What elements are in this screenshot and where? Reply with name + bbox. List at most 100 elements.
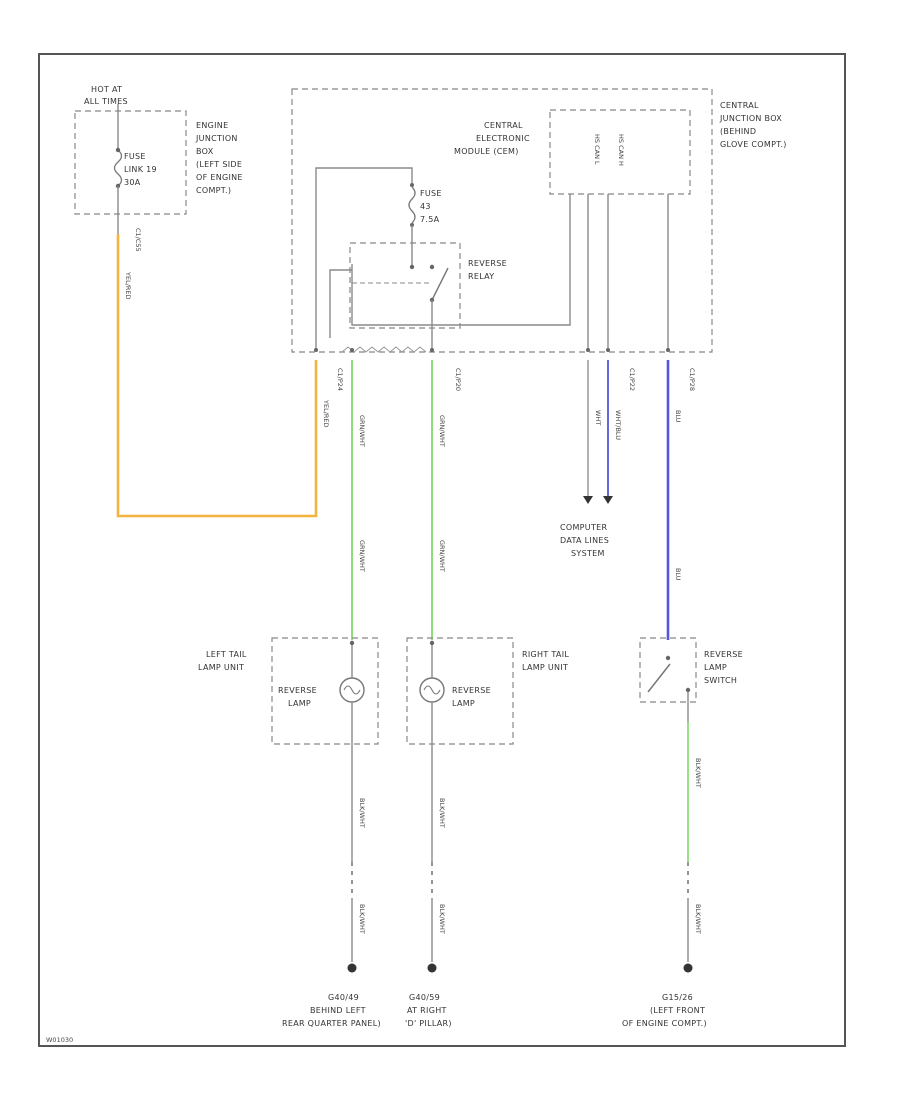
right-lamp-label-1: REVERSE (452, 686, 491, 695)
yellow-wire-label-1: YEL/RED (124, 271, 132, 300)
left-lamp-terminal-top (349, 640, 355, 646)
rls-label-1: REVERSE (704, 650, 743, 659)
cjb-label-4: GLOVE COMPT.) (720, 140, 787, 149)
relay-coil-left (329, 269, 352, 338)
green-wire-label-3: GRN/WHT (358, 540, 366, 572)
right-lamp-terminal-top (429, 640, 435, 646)
cem-label-1: CENTRAL (484, 121, 523, 130)
cdl-label-2: DATA LINES (560, 536, 609, 545)
ground1-label-3: REAR QUARTER PANEL) (282, 1019, 381, 1028)
right-lamp-label-2: LAMP (452, 699, 475, 708)
fuse-link-symbol (113, 149, 123, 187)
ejb-label-6: COMPT.) (196, 186, 231, 195)
ltl-label-2: LAMP UNIT (198, 663, 244, 672)
ground2-label-1: G40/59 (409, 993, 440, 1002)
yellow-wire-label-2: YEL/RED (322, 399, 330, 428)
pin-green-right (430, 348, 434, 352)
blue-wire-label-1: BLU (674, 410, 682, 423)
rls-label-3: SWITCH (704, 676, 737, 685)
ejb-label-2: JUNCTION (195, 134, 238, 143)
switch-ground-point (683, 963, 693, 973)
right-ground-label-1: BLK/WHT (438, 798, 446, 828)
arrow-white (583, 496, 593, 504)
ground3-label-2: (LEFT FRONT (650, 1006, 705, 1015)
fuse-link-label-1: FUSE (124, 152, 146, 161)
white-wire-label: WHT (594, 410, 602, 425)
central-junction-box (291, 88, 713, 353)
wht-blu-wire-label: WHT/BLU (614, 410, 622, 440)
cem-pin-label-1: HS CAN L (593, 134, 601, 165)
ground3-label-1: G15/26 (662, 993, 693, 1002)
ejb-label-1: ENGINE (196, 121, 228, 130)
connector-label-1: C1/C55 (134, 228, 142, 252)
switch-ground-label-2: BLK/WHT (694, 904, 702, 934)
left-lamp-filament (343, 685, 361, 695)
ground1-label-2: BEHIND LEFT (310, 1006, 366, 1015)
arrow-wht-blu (603, 496, 613, 504)
cem-pin-label-2: HS CAN H (617, 134, 625, 166)
diagram-frame (38, 53, 846, 1047)
ltl-label-1: LEFT TAIL (206, 650, 247, 659)
rtl-label-2: LAMP UNIT (522, 663, 568, 672)
connector-label-3: C1/P20 (454, 368, 462, 391)
pin-wht-blu (606, 348, 610, 352)
left-lamp-label-2: LAMP (288, 699, 311, 708)
pin-green-left (350, 348, 354, 352)
left-ground-label-2: BLK/WHT (358, 904, 366, 934)
ground2-label-2: AT RIGHT (407, 1006, 447, 1015)
cjb-label-1: CENTRAL (720, 101, 759, 110)
cdl-label-3: SYSTEM (571, 549, 605, 558)
cjb-label-3: (BEHIND (720, 127, 756, 136)
yellow-wire (116, 234, 318, 518)
cem-box (549, 109, 691, 195)
connector-zigzag (341, 346, 427, 353)
relay-coil-control (351, 194, 571, 326)
left-tail-lamp-unit (271, 637, 379, 745)
cdl-label-1: COMPUTER (560, 523, 608, 532)
ejb-label-4: (LEFT SIDE (196, 160, 242, 169)
fuse-link-terminal-top (115, 147, 121, 153)
hot-at-all-times-label-1: HOT AT (91, 85, 122, 94)
right-tail-lamp-unit (406, 637, 514, 745)
fuse43-label-1: FUSE (420, 189, 442, 198)
relay-switch-blade (431, 267, 449, 301)
right-ground-point (427, 963, 437, 973)
ejb-label-3: BOX (196, 147, 214, 156)
figure-code: W01030 (46, 1036, 73, 1044)
fuse43-label-3: 7.5A (420, 215, 440, 224)
hot-at-all-times-label-2: ALL TIMES (84, 97, 128, 106)
fuse43-label-2: 43 (420, 202, 431, 211)
ground2-label-3: 'D' PILLAR) (405, 1019, 452, 1028)
green-wire-label-1: GRN/WHT (358, 415, 366, 447)
cjb-label-2: JUNCTION BOX (719, 114, 782, 123)
pin-yellow (314, 348, 318, 352)
connector-label-4: C1/P22 (628, 368, 636, 391)
left-ground-label-1: BLK/WHT (358, 798, 366, 828)
fuse43-terminal-top (410, 183, 414, 187)
blue-wire-label-2: BLU (674, 568, 682, 581)
ejb-label-5: OF ENGINE (196, 173, 243, 182)
fuse43-symbol (408, 186, 416, 224)
connector-label-2: C1/P24 (336, 368, 344, 391)
switch-blade (647, 663, 671, 693)
relay-contact-common (409, 264, 415, 270)
switch-wire-label: BLK/WHT (694, 758, 702, 788)
green-wire-label-4: GRN/WHT (438, 540, 446, 572)
fuse-link-label-2: LINK 19 (124, 165, 157, 174)
relay-label-2: RELAY (468, 272, 495, 281)
connector-label-5: C1/P28 (688, 368, 696, 391)
cem-label-3: MODULE (CEM) (454, 147, 519, 156)
left-ground-point (347, 963, 357, 973)
ground1-label-1: G40/49 (328, 993, 359, 1002)
cem-label-2: ELECTRONIC (476, 134, 530, 143)
left-lamp-label-1: REVERSE (278, 686, 317, 695)
relay-label-1: REVERSE (468, 259, 507, 268)
ground3-label-3: OF ENGINE COMPT.) (622, 1019, 707, 1028)
rtl-label-1: RIGHT TAIL (522, 650, 569, 659)
relay-contact-no (429, 264, 435, 270)
green-wire-label-2: GRN/WHT (438, 415, 446, 447)
right-ground-label-2: BLK/WHT (438, 904, 446, 934)
reverse-relay-box (349, 242, 461, 329)
fuse43-feed (315, 167, 413, 350)
